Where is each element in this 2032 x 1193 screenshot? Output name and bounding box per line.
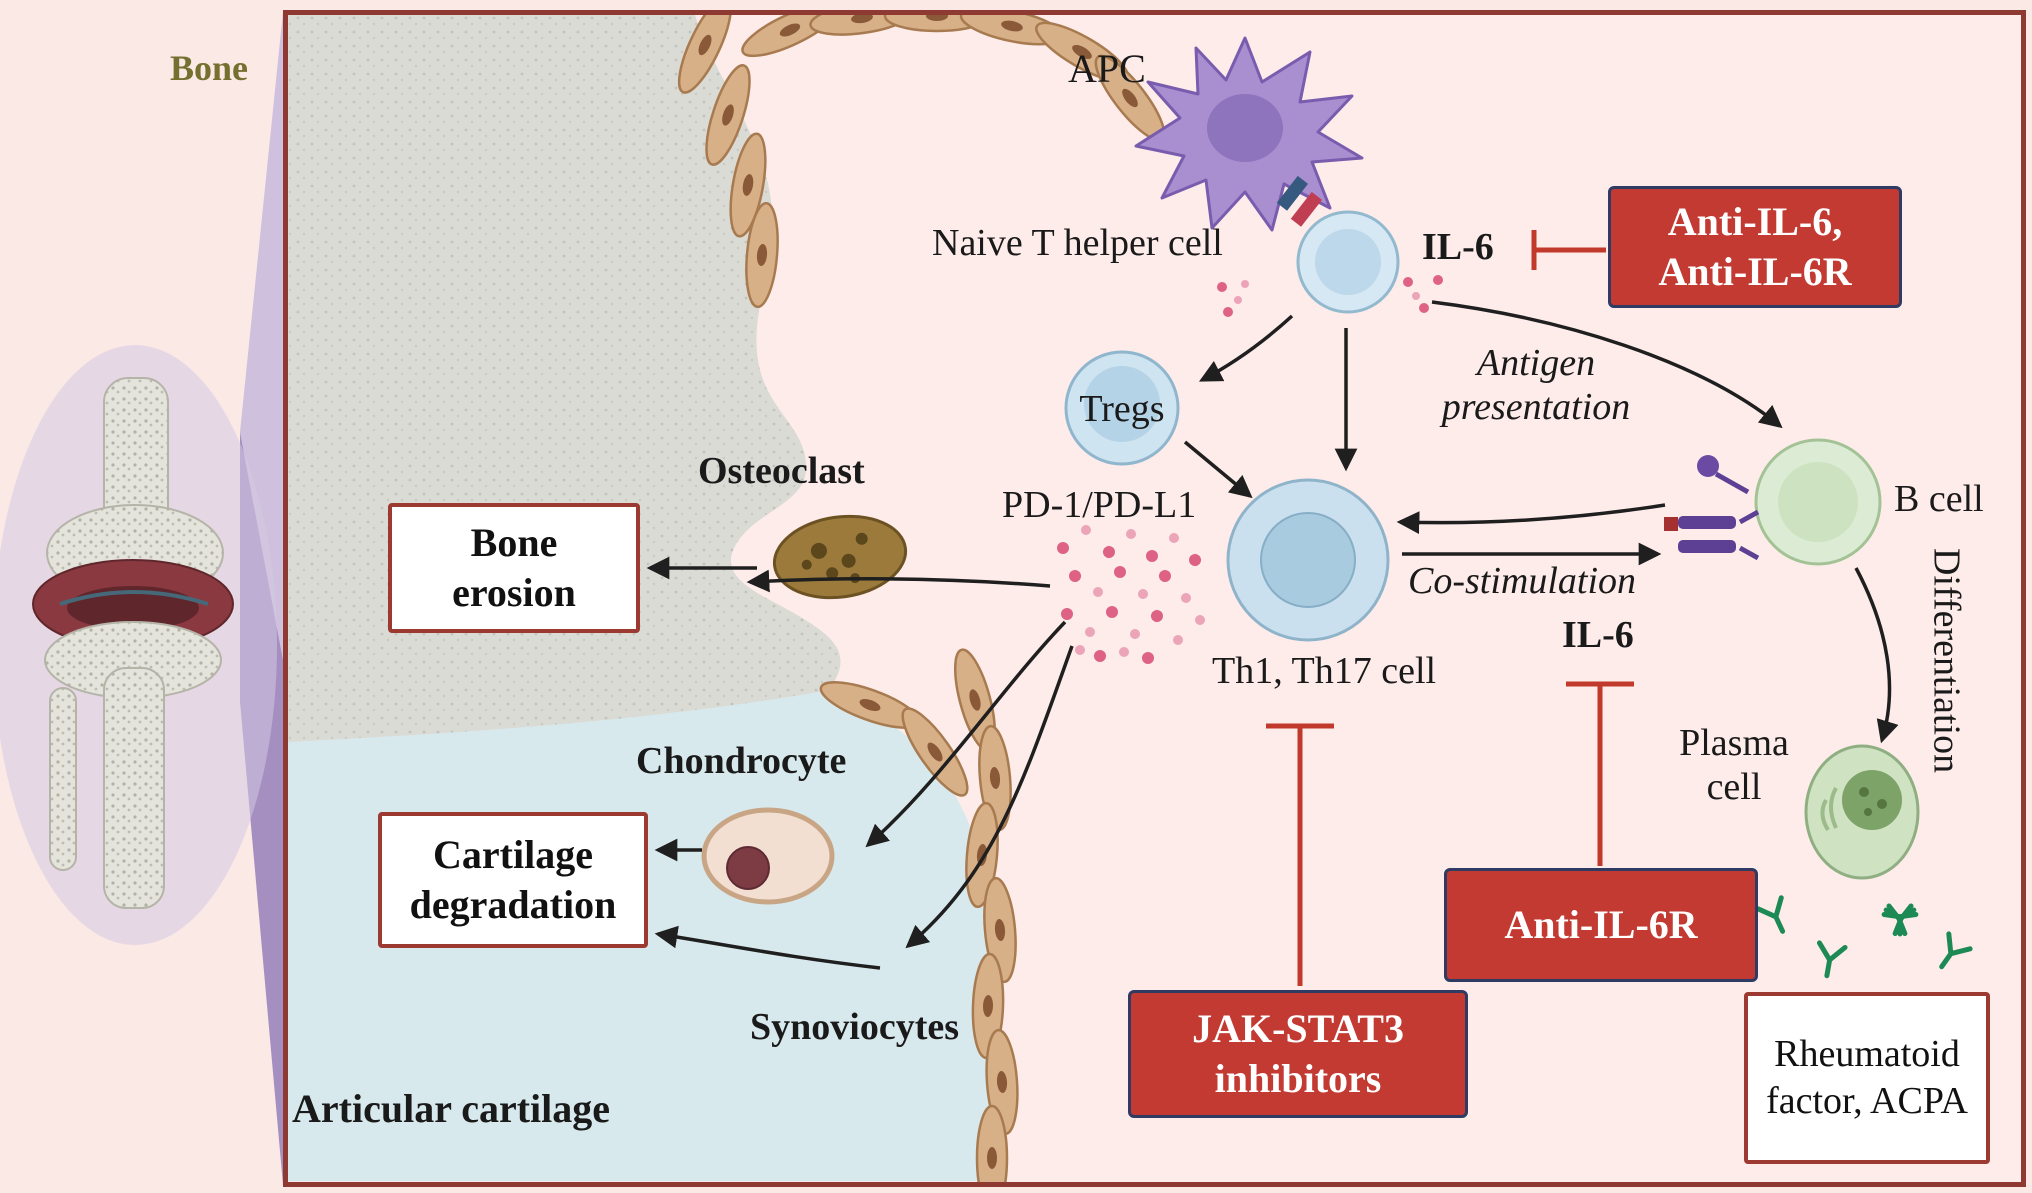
osteoclast-label: Osteoclast	[698, 450, 865, 492]
jak-stat3-box: JAK-STAT3 inhibitors	[1128, 990, 1468, 1118]
bone-erosion-box: Bone erosion	[388, 503, 640, 633]
articular-cartilage-label: Articular cartilage	[292, 1086, 611, 1131]
cytokine-dots	[1057, 275, 1443, 664]
th-cell	[1226, 478, 1390, 642]
il6-mid-label: IL-6	[1562, 614, 1634, 656]
arrows	[646, 300, 1899, 970]
il6-top-label: IL-6	[1422, 226, 1494, 268]
naive-t-helper-label: Naive T helper cell	[932, 222, 1223, 264]
plasma-cell-graphic	[1804, 744, 1920, 880]
cartilage-degradation-box: Cartilage degradation	[378, 812, 648, 948]
anti-il6r-box-text: Anti-IL-6R	[1504, 902, 1698, 947]
tregs-label: Tregs	[1079, 388, 1165, 430]
b-cell-graphic	[1754, 438, 1882, 566]
apc-cell	[1134, 36, 1364, 232]
b-cell-label: B cell	[1894, 478, 1984, 520]
rheumatoid-factor-box-text: Rheumatoid factor, ACPA	[1766, 1032, 1968, 1123]
rheumatoid-factor-box: Rheumatoid factor, ACPA	[1744, 992, 1990, 1164]
bone-erosion-box-text: Bone erosion	[452, 520, 576, 615]
naive-t-cell	[1296, 210, 1400, 314]
th1-th17-label: Th1, Th17 cell	[1212, 650, 1437, 692]
antibody-icons	[1755, 895, 1973, 979]
apc-label: APC	[1068, 46, 1146, 91]
chondrocyte-cell	[701, 807, 835, 905]
chondrocyte-label: Chondrocyte	[636, 740, 847, 782]
apc-t-receptor-icon	[1276, 175, 1322, 227]
synoviocytes-label: Synoviocytes	[750, 1006, 959, 1048]
anti-il6-box: Anti-IL-6, Anti-IL-6R	[1608, 186, 1902, 308]
osteoclast-cell	[772, 514, 908, 600]
anti-il6r-box: Anti-IL-6R	[1444, 868, 1758, 982]
pd1-pdl1-label: PD-1/PD-L1	[1002, 484, 1197, 526]
cartilage-degradation-box-text: Cartilage degradation	[409, 832, 617, 927]
antigen-presentation-label: Antigen presentation	[1441, 342, 1631, 428]
plasma-cell-label: Plasma cell	[1679, 722, 1789, 808]
treg-cell	[1064, 350, 1180, 466]
anti-il6-box-text: Anti-IL-6, Anti-IL-6R	[1658, 199, 1852, 294]
bone-region	[288, 15, 841, 746]
jak-stat3-box-text: JAK-STAT3 inhibitors	[1192, 1006, 1404, 1101]
b-cell-receptor-icons	[1664, 455, 1760, 561]
differentiation-label: Differentiation	[1925, 548, 1968, 774]
inhibition-lines	[1266, 230, 1634, 986]
knee-joint-illustration	[0, 345, 277, 945]
bone-label: Bone	[170, 48, 249, 88]
co-stimulation-label: Co-stimulation	[1408, 560, 1637, 602]
